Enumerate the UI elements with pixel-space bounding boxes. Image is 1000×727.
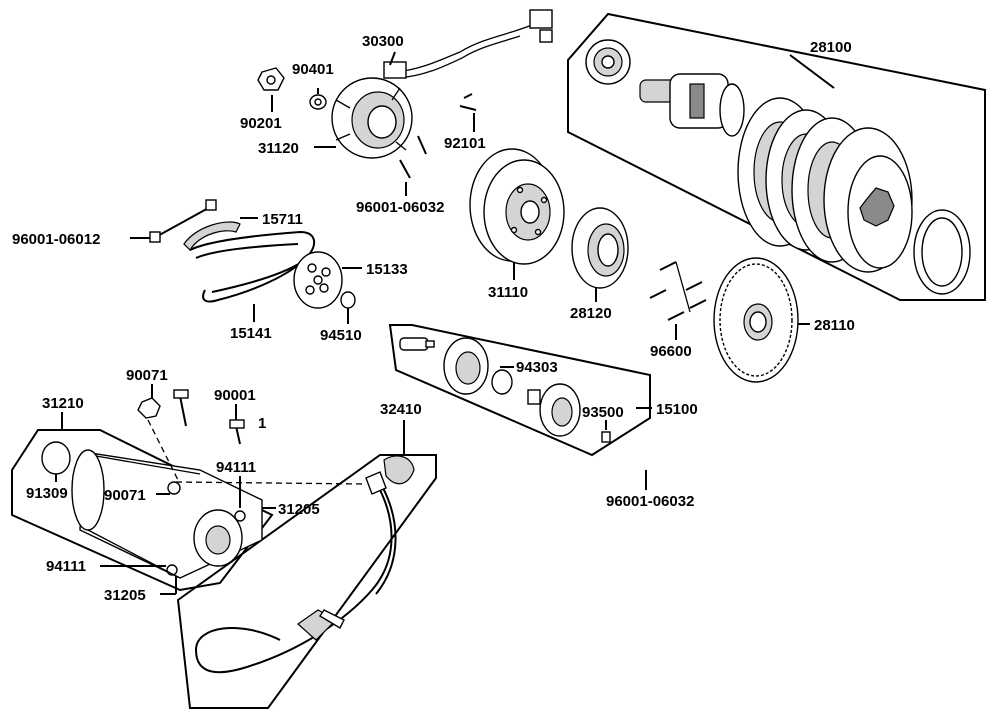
label-32410: 32410	[380, 401, 422, 418]
washer-90401	[309, 94, 327, 110]
label-90201: 90201	[240, 115, 282, 132]
cable-group-box	[176, 454, 437, 709]
label-94111-left: 94111	[46, 558, 86, 575]
nut-90201	[257, 67, 285, 91]
label-30300: 30300	[362, 33, 404, 50]
bolts-96600	[649, 261, 707, 321]
label-31205-bottom: 31205	[104, 587, 146, 604]
label-96001-06012: 96001-06012	[12, 231, 100, 248]
bolt-96001-06012	[149, 199, 217, 243]
label-96001-06032-bottom: 96001-06032	[606, 493, 694, 510]
starter-motor	[41, 441, 263, 579]
label-15100: 15100	[656, 401, 698, 418]
label-91309: 91309	[26, 485, 68, 502]
label-31120: 31120	[258, 140, 299, 157]
label-15711: 15711	[262, 211, 303, 228]
label-96001-06032-top: 96001-06032	[356, 199, 444, 216]
label-94510: 94510	[320, 327, 362, 344]
starter-clutch-group-box	[388, 324, 651, 457]
clutch-group-box	[567, 12, 986, 301]
label-28120: 28120	[570, 305, 612, 322]
label-15141: 15141	[230, 325, 272, 342]
bolts-90001	[173, 389, 245, 445]
connector-dashed-1	[147, 419, 179, 481]
label-90001: 90001	[214, 387, 256, 404]
label-92101: 92101	[444, 135, 486, 152]
connector-dashed-2	[175, 481, 367, 485]
label-94303: 94303	[516, 359, 558, 376]
chain-guide	[183, 221, 241, 251]
label-90071-top: 90071	[126, 367, 168, 384]
label-90401: 90401	[292, 61, 334, 78]
label-28110: 28110	[814, 317, 855, 334]
label-31210: 31210	[42, 395, 84, 412]
stator-assembly	[331, 9, 553, 159]
label-90071-mid: 90071	[104, 487, 146, 504]
washer-94510	[340, 291, 356, 309]
starter-cable	[194, 455, 415, 674]
starter-clutch	[571, 207, 629, 289]
bolts-96001-06032-top	[399, 135, 427, 179]
flywheel	[469, 148, 565, 265]
label-1: 1	[258, 415, 266, 432]
label-31110: 31110	[488, 284, 528, 301]
leader-lines	[55, 51, 835, 595]
label-94111-top: 94111	[216, 459, 256, 476]
driven-gear	[713, 257, 799, 383]
starter-clutch-parts	[399, 337, 611, 443]
nut-90071-top	[137, 397, 161, 419]
label-31205-right: 31205	[278, 501, 320, 518]
label-96600: 96600	[650, 343, 692, 360]
bolts-92101	[459, 93, 477, 111]
label-15133: 15133	[366, 261, 408, 278]
label-28100: 28100	[810, 39, 852, 56]
clutch-assembly	[585, 39, 971, 295]
label-93500: 93500	[582, 404, 624, 421]
starter-motor-group-box	[11, 429, 274, 592]
cam-sprocket	[293, 251, 343, 309]
